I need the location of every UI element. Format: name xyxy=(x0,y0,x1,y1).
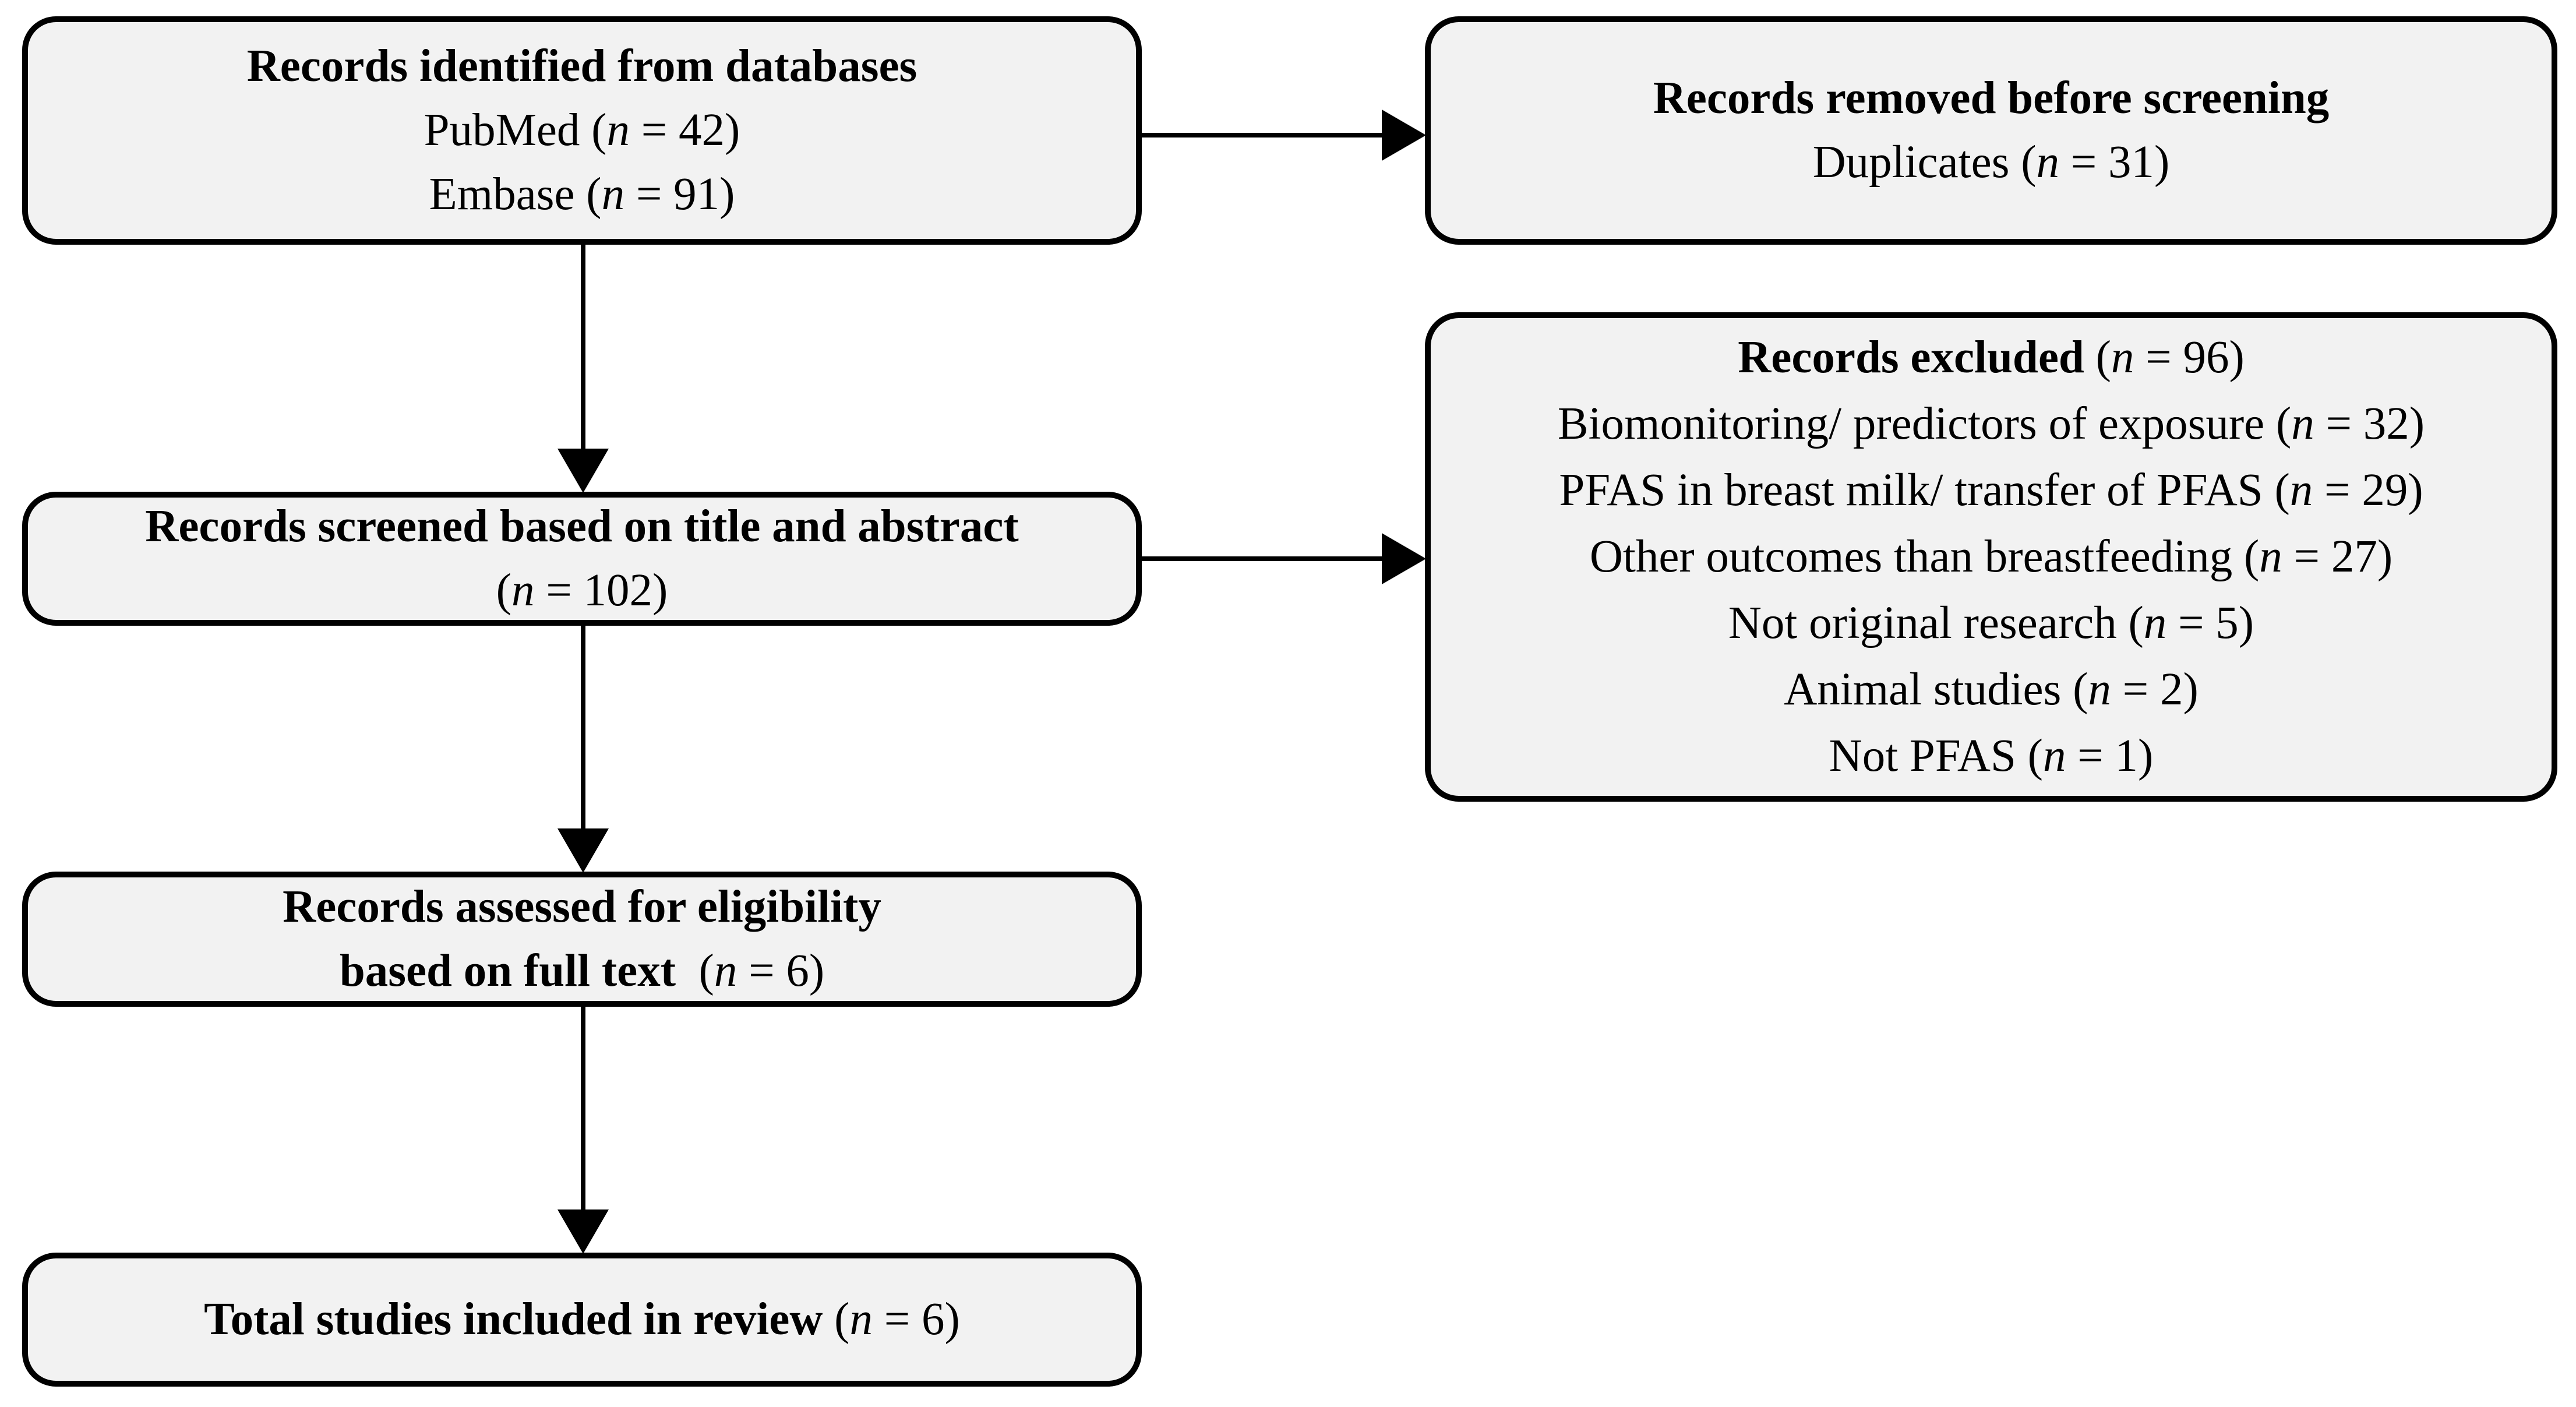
box-text-line: PFAS in breast milk/ transfer of PFAS (n… xyxy=(1559,465,2423,516)
box-records-screened: Records screened based on title and abst… xyxy=(22,492,1142,626)
box-text-line: Duplicates (n = 31) xyxy=(1812,137,2170,188)
box-text-line: Not original research (n = 5) xyxy=(1728,598,2254,648)
box-records-excluded: Records excluded (n = 96) Biomonitoring/ … xyxy=(1425,312,2557,802)
box-text-line: Embase (n = 91) xyxy=(429,169,735,220)
box-text-line: Not PFAS (n = 1) xyxy=(1829,731,2154,781)
box-text-line: (n = 102) xyxy=(496,565,668,616)
box-text-line: Records screened based on title and abst… xyxy=(145,501,1019,552)
box-text-line: Records removed before screening xyxy=(1653,73,2330,124)
box-text-line: Animal studies (n = 2) xyxy=(1784,664,2199,715)
box-studies-included: Total studies included in review (n = 6) xyxy=(22,1253,1142,1387)
arrow-head-assessed-to-included xyxy=(557,1209,609,1254)
arrow-head-screened-to-excluded xyxy=(1382,533,1426,584)
box-records-assessed: Records assessed for eligibility based on… xyxy=(22,872,1142,1007)
box-text-line: Records excluded (n = 96) xyxy=(1738,332,2245,383)
arrow-head-identified-to-screened xyxy=(557,449,609,493)
box-text-line: PubMed (n = 42) xyxy=(424,105,740,156)
box-text-line: Biomonitoring/ predictors of exposure (n… xyxy=(1557,399,2425,449)
box-text-line: Total studies included in review (n = 6) xyxy=(204,1294,960,1345)
arrow-head-screened-to-assessed xyxy=(557,828,609,873)
box-text-line: based on full text (n = 6) xyxy=(339,946,825,996)
arrow-head-identified-to-removed xyxy=(1382,110,1426,161)
box-text-line: Records assessed for eligibility xyxy=(283,881,881,932)
box-text-line: Other outcomes than breastfeeding (n = 2… xyxy=(1589,531,2393,582)
box-text-line: Records identified from databases xyxy=(246,41,918,91)
